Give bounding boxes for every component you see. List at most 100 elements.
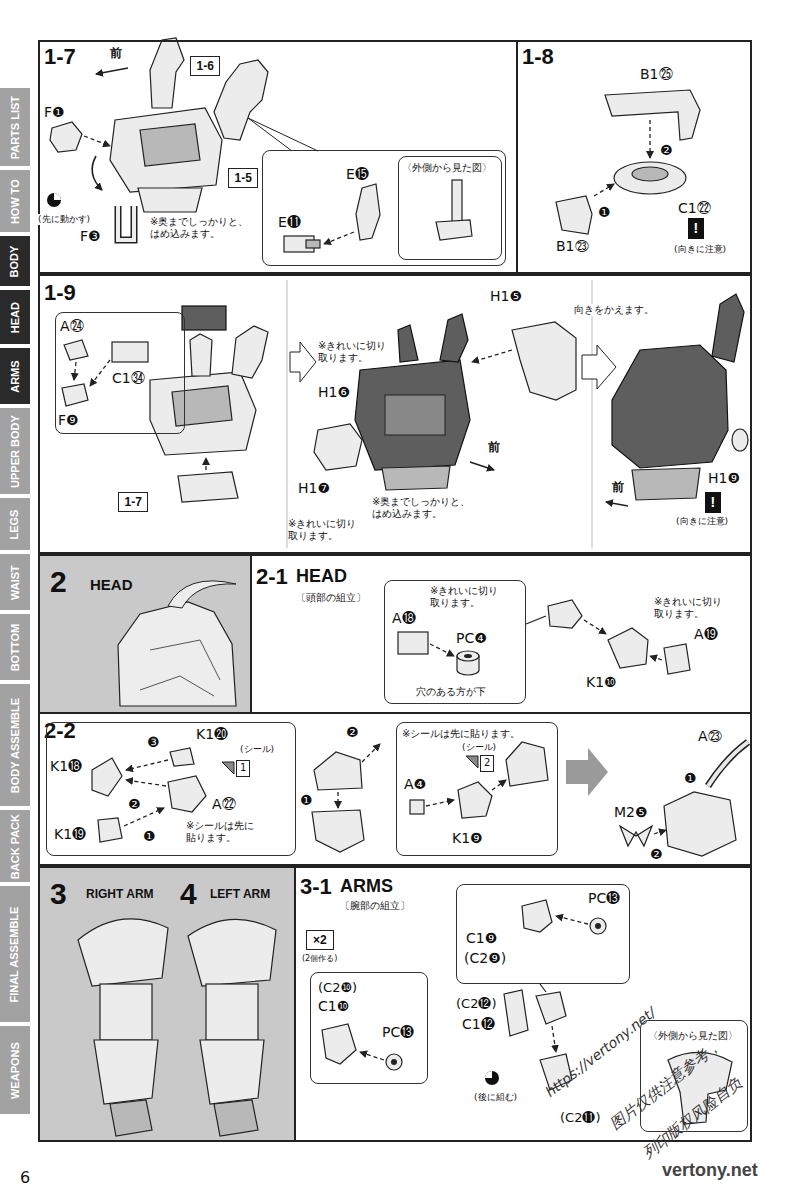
tab-label: BACK PACK [9,814,22,879]
callout-text: 〈外側から見た図〉 [402,162,492,174]
part-number: K1❿ [586,674,617,691]
tab-label: FINAL ASSEMBLE [8,906,21,1002]
step-heading: 3-1 [300,874,332,900]
callout-text: (C2❾) [464,950,506,967]
caution-mark: ! [711,494,716,511]
direction-label: 前 [612,480,624,494]
note: (向きに注意) [676,516,728,527]
step-panel: 2HEAD [38,554,252,714]
seal-number-box: 1 [236,760,250,777]
callout-text: 穴のある方が下 [416,686,486,698]
step-marker: ❷ [660,142,673,159]
callout-text: PC⓭ [382,1024,414,1041]
section-tab: BOTTOM [0,614,30,680]
part-number: (C2⓬) [456,996,497,1012]
part-number: H1❻ [318,384,350,401]
callout-box: 〈外側から見た図〉 [398,156,502,260]
section-tab: FINAL ASSEMBLE [0,886,30,1022]
callout-text: (シール) [240,744,274,755]
note: ※きれいに切り取ります。 [654,596,730,620]
seal-number-box: 2 [480,755,494,772]
part-number: B1㉕ [640,66,673,83]
note: 向きをかえます。 [574,304,654,316]
step-heading: 1-7 [44,44,76,70]
caution-mark: ! [694,220,699,237]
step-panel: 2-1HEAD〔頭部の組立〕※きれいに切り取ります。A⓲PC❹穴のある方が下 [250,554,752,714]
callout-box: ※きれいに切り取ります。A⓲PC❹穴のある方が下 [384,580,526,704]
callout-text: A⓲ [392,610,416,627]
step-panel: 2-2K1⓲❸K1⓴(シール)❷A㉒※シールは先に貼ります。❶K1⓳1※シールは… [38,712,752,866]
step-heading: HEAD [90,576,133,594]
step-panel: 1-71-61-5E⓫E⓯〈外側から見た図〉 [38,40,518,274]
watermark: 图片仅供注意参考， [606,1036,723,1133]
step-heading: 〔腕部の組立〕 [340,900,410,912]
step-panel: 3RIGHT ARM4LEFT ARM [38,866,296,1142]
tab-label: WEAPONS [8,1042,21,1099]
step-panel: 1-8! [516,40,752,274]
callout-text: C1㉞ [112,370,145,387]
step-marker: ❶ [300,792,313,809]
part-number: H1❼ [298,480,330,497]
section-tab: WAIST [0,554,30,610]
callout-box: PC⓭C1❾(C2❾) [456,884,630,984]
callout-text: A❹ [404,776,426,793]
step-marker: ❷ [346,724,359,741]
step-heading: 1-8 [522,44,554,70]
part-number: C1㉒ [678,200,711,217]
part-number: F❸ [80,228,101,245]
note: (先に動かす) [38,214,90,225]
section-tab-active: BODY [0,236,30,286]
note: (後に組む) [474,1092,517,1103]
callout-text: K1⓳ [54,826,86,843]
callout-text: K1⓲ [50,758,82,775]
tab-label: PARTS LIST [9,95,22,158]
section-tab: WEAPONS [0,1026,30,1114]
part-number: A㉓ [698,728,722,745]
reference-number: 1-6 [197,59,214,73]
tab-label: LEGS [8,509,21,539]
callout-text: ❶ [143,828,156,845]
reference-number: 1-7 [125,495,142,509]
caution-box: ! [705,492,721,513]
tab-label: HOW TO [8,179,21,224]
callout-text: (C2❿) [318,980,357,996]
callout-text: ※きれいに切り取ります。 [430,585,506,609]
callout-text: 〈外側から見た図〉 [648,1030,738,1042]
part-number: H1❾ [708,470,740,487]
note: ※奥までしっかりと、はめ込みます。 [372,496,474,520]
section-tab-active: HEAD [0,290,30,344]
section-tab: BACK PACK [0,810,30,882]
callout-text: E⓯ [346,166,369,183]
part-number: C1⓬ [462,1016,495,1033]
tab-label: HEAD [8,302,21,333]
tab-label: BODY [8,245,21,277]
step-heading: 〔頭部の組立〕 [296,592,366,604]
callout-text: K1❾ [452,830,483,847]
step-marker: ❷ [650,846,663,863]
note: ※きれいに切り取ります。 [318,340,394,364]
callout-box: E⓫ E⓯ 〈外側から見た図〉 [262,150,506,266]
callout-text: ※シールは先に貼ります。 [402,728,520,740]
callout-text: K1⓴ [196,726,228,743]
reference-box: ×2 [306,930,334,950]
tab-label: BODY ASSEMBLE [9,697,22,792]
reference-box: 1-7 [118,492,148,512]
callout-box: (C2❿)C1❿PC⓭ [310,972,428,1084]
part-number: F❶ [44,104,65,121]
step-heading: 3 [50,876,67,912]
callout-text: ※シールは先に貼ります。 [186,820,258,844]
note: ※奥までしっかりと、はめ込みます。 [150,216,252,240]
seal-number: 1 [240,762,246,774]
part-number: B1㉓ [556,238,589,255]
step-heading: 1-9 [44,280,76,306]
tab-label: BOTTOM [9,623,22,670]
section-tab: BODY ASSEMBLE [0,684,30,806]
callout-text: E⓫ [278,214,301,231]
note: (2個作る) [302,954,337,964]
step-heading: LEFT ARM [210,887,270,901]
tab-label: ARMS [9,360,22,392]
step-heading: ARMS [340,876,393,898]
callout-text: ❸ [147,734,160,751]
section-tab-active: ARMS [0,348,30,404]
caution-box: ! [688,218,704,239]
